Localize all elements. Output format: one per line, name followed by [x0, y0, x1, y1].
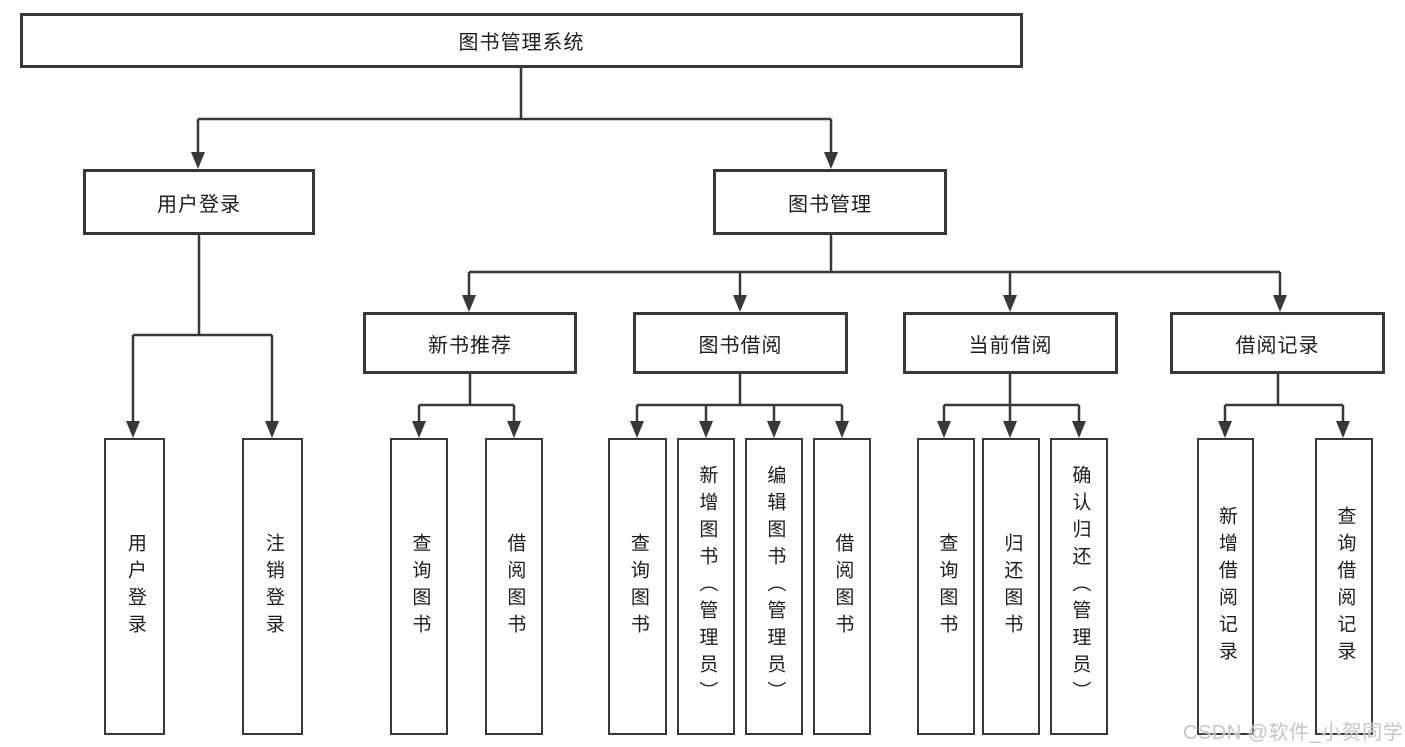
node-book-borrow: 图书借阅 — [633, 312, 848, 374]
node-label: 注销登录 — [262, 532, 284, 641]
csdn-watermark: CSDN @软件_小贺同学 — [1183, 722, 1404, 744]
node-label: 图书借阅 — [698, 334, 783, 357]
node-label: 查询图书 — [409, 532, 431, 641]
leaf-bb-add-books-admin: 新增图书（管理员） — [677, 438, 735, 735]
node-label: 确认归还（管理员） — [1069, 465, 1091, 708]
leaf-nb-query-books: 查询图书 — [390, 438, 448, 735]
leaf-br-add-record: 新增借阅记录 — [1197, 438, 1254, 735]
leaf-user-login: 用户登录 — [104, 438, 165, 735]
leaf-logout: 注销登录 — [242, 438, 303, 735]
node-label: 新增图书（管理员） — [696, 465, 718, 708]
leaf-bb-query-books: 查询图书 — [608, 438, 667, 735]
node-label: 借阅图书 — [504, 532, 526, 641]
node-book-management: 图书管理 — [713, 169, 947, 235]
node-user-login: 用户登录 — [83, 169, 315, 235]
node-label: 查询借阅记录 — [1334, 505, 1356, 668]
leaf-cb-confirm-return-admin: 确认归还（管理员） — [1050, 438, 1108, 735]
node-current-borrow: 当前借阅 — [903, 312, 1118, 374]
node-new-book-recommend: 新书推荐 — [363, 312, 577, 374]
node-label: 用户登录 — [157, 193, 241, 216]
leaf-br-query-record: 查询借阅记录 — [1315, 438, 1373, 735]
node-label: 图书管理系统 — [458, 32, 585, 54]
node-label: 编辑图书（管理员） — [764, 465, 786, 708]
node-label: 归还图书 — [1001, 532, 1023, 641]
leaf-cb-return-books: 归还图书 — [982, 438, 1040, 735]
node-label: 新增借阅记录 — [1215, 505, 1237, 668]
node-root-system: 图书管理系统 — [20, 13, 1023, 68]
node-label: 图书管理 — [788, 193, 872, 216]
leaf-nb-borrow-books: 借阅图书 — [485, 438, 543, 735]
node-label: 查询图书 — [627, 532, 649, 641]
node-label: 新书推荐 — [428, 334, 512, 357]
node-borrow-records: 借阅记录 — [1170, 312, 1385, 374]
node-label: 用户登录 — [124, 532, 146, 641]
arrowheads — [126, 152, 1350, 438]
leaf-cb-query-books: 查询图书 — [917, 438, 975, 735]
leaf-bb-borrow-books: 借阅图书 — [813, 438, 871, 735]
leaf-bb-edit-books-admin: 编辑图书（管理员） — [745, 438, 803, 735]
node-label: 当前借阅 — [968, 334, 1053, 357]
node-label: 借阅图书 — [832, 532, 854, 641]
node-label: 借阅记录 — [1235, 334, 1320, 357]
node-label: 查询图书 — [936, 532, 958, 641]
